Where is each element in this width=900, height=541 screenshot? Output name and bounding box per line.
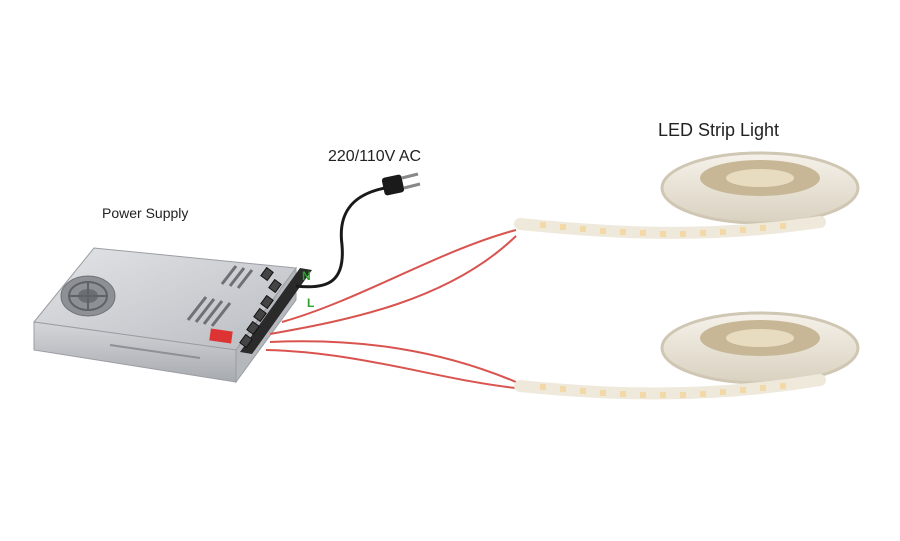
ac-input-label: 220/110V AC	[328, 148, 422, 165]
terminal-block	[239, 266, 312, 354]
led-strip-label: LED Strip Light	[658, 120, 780, 140]
fan-grille-icon	[60, 275, 116, 317]
neutral-terminal-label: N	[302, 269, 311, 283]
output-wires	[265, 229, 517, 389]
power-supply-unit	[33, 247, 312, 384]
live-terminal-label: L	[307, 296, 315, 310]
psu-label-sticker	[209, 328, 233, 344]
power-supply-label: Power Supply	[102, 205, 189, 221]
led-strip-1	[514, 151, 860, 239]
led-strip-2	[514, 311, 860, 400]
vent-slots	[186, 265, 254, 327]
ac-plug	[295, 172, 421, 289]
